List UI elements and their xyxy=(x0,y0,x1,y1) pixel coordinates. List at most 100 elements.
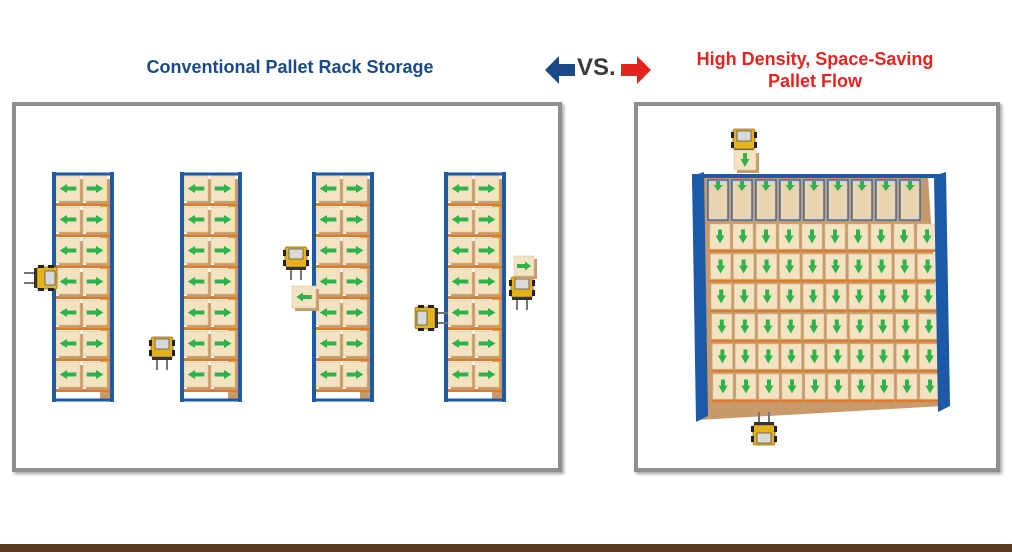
green-arrow-icon xyxy=(740,319,750,334)
rack-beam xyxy=(182,358,240,361)
flow-beam xyxy=(801,250,823,252)
left-title: Conventional Pallet Rack Storage xyxy=(146,57,434,77)
green-arrow-icon xyxy=(762,289,772,304)
rack-beam xyxy=(446,358,504,361)
conventional-rack-illustration xyxy=(12,102,562,472)
green-arrow-icon xyxy=(833,181,843,191)
flow-lane-top xyxy=(755,179,777,221)
forklift-part xyxy=(290,270,292,280)
forklift-part xyxy=(48,265,54,268)
green-arrow-icon xyxy=(809,319,819,334)
flow-beam xyxy=(779,340,802,342)
green-arrow-icon xyxy=(451,308,469,317)
green-arrow-icon xyxy=(785,181,795,191)
green-arrow-icon xyxy=(718,379,728,394)
green-arrow-icon xyxy=(478,370,496,379)
forklift-part xyxy=(509,290,512,296)
green-arrow-icon xyxy=(902,379,912,394)
green-arrow-icon xyxy=(478,339,496,348)
forklift-part xyxy=(428,328,434,331)
green-arrow-icon xyxy=(740,349,750,364)
flow-lane-top xyxy=(899,179,921,221)
rack-beam xyxy=(54,265,112,268)
flow-beam xyxy=(733,340,756,342)
flow-beam xyxy=(916,280,939,282)
flow-beam xyxy=(710,310,733,312)
flow-beam xyxy=(779,310,802,312)
forklift-part xyxy=(512,297,532,300)
forklift-part xyxy=(754,422,774,425)
green-arrow-icon xyxy=(319,215,337,224)
forklift-part xyxy=(156,360,158,370)
flow-beam xyxy=(778,250,800,252)
green-arrow-icon xyxy=(878,349,888,364)
flow-beam xyxy=(871,310,894,312)
green-arrow-icon xyxy=(762,259,772,274)
flow-beam xyxy=(711,370,734,372)
flow-beam xyxy=(735,400,757,402)
green-arrow-icon xyxy=(346,246,364,255)
green-arrow-icon xyxy=(879,379,889,394)
rack-beam xyxy=(54,389,112,392)
green-arrow-icon xyxy=(346,370,364,379)
forklift-icon xyxy=(751,412,777,446)
flow-beam xyxy=(756,340,779,342)
rack-beam xyxy=(446,203,504,206)
rack-beam xyxy=(314,327,372,330)
green-arrow-icon xyxy=(899,229,909,244)
green-arrow-icon xyxy=(86,246,104,255)
forklift-part xyxy=(736,130,752,142)
forklift-icon xyxy=(414,305,448,331)
flow-beam xyxy=(802,340,825,342)
forklift-part xyxy=(751,426,754,432)
green-arrow-icon xyxy=(784,229,794,244)
flow-beam xyxy=(847,250,869,252)
green-arrow-icon xyxy=(214,370,232,379)
green-arrow-icon xyxy=(877,259,887,274)
forklift-part xyxy=(731,142,734,148)
green-arrow-icon xyxy=(214,277,232,286)
green-arrow-icon xyxy=(86,215,104,224)
rack-upright xyxy=(502,172,506,402)
green-arrow-icon xyxy=(761,229,771,244)
flow-beam xyxy=(893,280,916,282)
rack-beam xyxy=(314,389,372,392)
green-arrow-icon xyxy=(830,229,840,244)
forklift-part xyxy=(509,280,512,286)
flow-beam xyxy=(894,310,917,312)
green-arrow-icon xyxy=(187,339,205,348)
green-arrow-icon xyxy=(59,370,77,379)
flow-lane-top xyxy=(827,179,849,221)
forklift-icon xyxy=(24,265,58,291)
flow-beam xyxy=(756,310,779,312)
rack-beam xyxy=(314,265,372,268)
forklift-part xyxy=(286,267,306,270)
flow-beam xyxy=(709,250,731,252)
forklift-part xyxy=(768,412,770,422)
green-arrow-icon xyxy=(808,289,818,304)
vs-label: VS. xyxy=(577,54,616,81)
pallet-flow-illustration xyxy=(634,102,1000,472)
green-arrow-icon xyxy=(346,308,364,317)
green-arrow-icon xyxy=(59,184,77,193)
flow-beam xyxy=(732,280,755,282)
flow-beam xyxy=(826,370,849,372)
flow-lane-top xyxy=(851,179,873,221)
forklift-part xyxy=(283,250,286,256)
rack-beam xyxy=(314,203,372,206)
flow-beam xyxy=(870,250,892,252)
green-arrow-icon xyxy=(346,215,364,224)
rack-beam xyxy=(446,265,504,268)
forklift-part xyxy=(438,322,448,324)
forklift-part xyxy=(526,300,528,310)
rack-beam xyxy=(182,327,240,330)
green-arrow-icon xyxy=(923,259,933,274)
green-arrow-icon xyxy=(86,370,104,379)
forklift-part xyxy=(435,308,438,328)
green-arrow-icon xyxy=(86,339,104,348)
green-arrow-icon xyxy=(478,308,496,317)
green-arrow-icon xyxy=(214,215,232,224)
flow-beam xyxy=(896,400,918,402)
forklift-part xyxy=(428,305,434,308)
rack-top-beam xyxy=(692,174,946,178)
